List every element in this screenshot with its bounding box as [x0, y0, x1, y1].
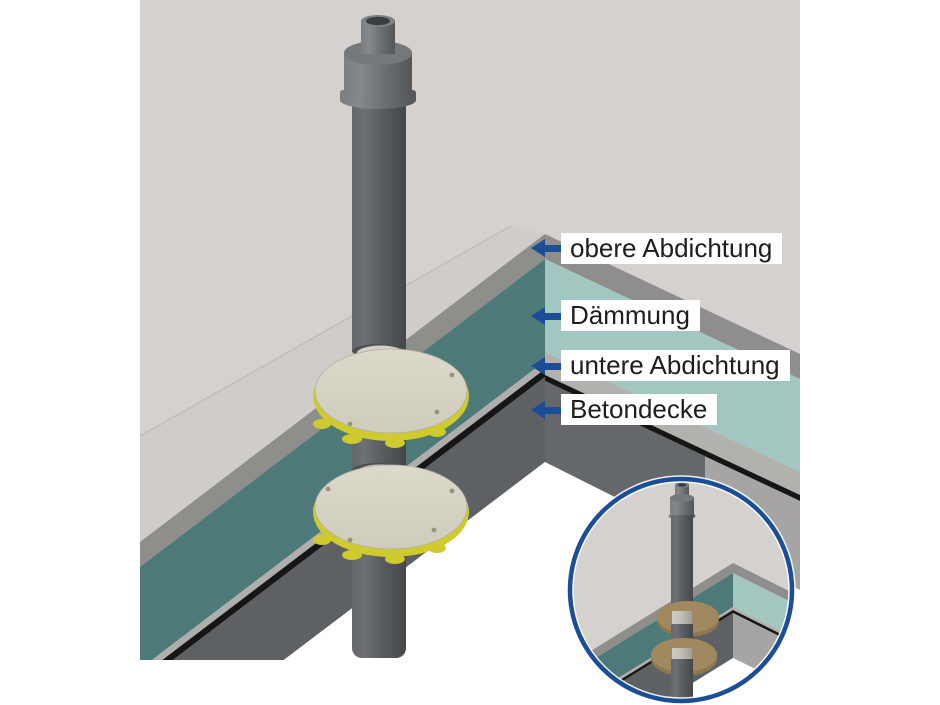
daemmung-front-face	[140, 259, 545, 660]
arrow-shaft	[545, 406, 562, 414]
label-untere-abdichtung: untere Abdichtung	[561, 350, 790, 381]
arrow-head	[531, 401, 545, 419]
arrow-head	[531, 307, 545, 325]
label-betondecke: Betondecke	[561, 394, 718, 425]
inset-pipe	[668, 482, 696, 613]
arrow-icon-obere-abdichtung	[531, 239, 562, 257]
label-daemmung: Dämmung	[561, 300, 700, 331]
label-obere-abdichtung: obere Abdichtung	[561, 233, 783, 264]
arrow-head	[531, 239, 545, 257]
arrow-icon-daemmung	[531, 307, 562, 325]
inset-lower-sleeve	[672, 648, 692, 660]
arrow-icon-untere-abdichtung	[531, 357, 562, 375]
arrow-shaft	[545, 244, 562, 252]
arrow-shaft	[545, 362, 562, 370]
inset-ring	[567, 476, 795, 704]
arrow-head	[531, 357, 545, 375]
arrow-icon-betondecke	[531, 401, 562, 419]
lower-flange	[313, 464, 469, 564]
pipe	[313, 15, 469, 658]
pipe-upper-section	[352, 98, 406, 352]
inset-upper-sleeve	[672, 611, 692, 624]
arrow-shaft	[545, 312, 562, 320]
upper-flange	[313, 348, 469, 448]
pipe-cap	[340, 15, 416, 109]
pipe-opening	[366, 16, 390, 26]
